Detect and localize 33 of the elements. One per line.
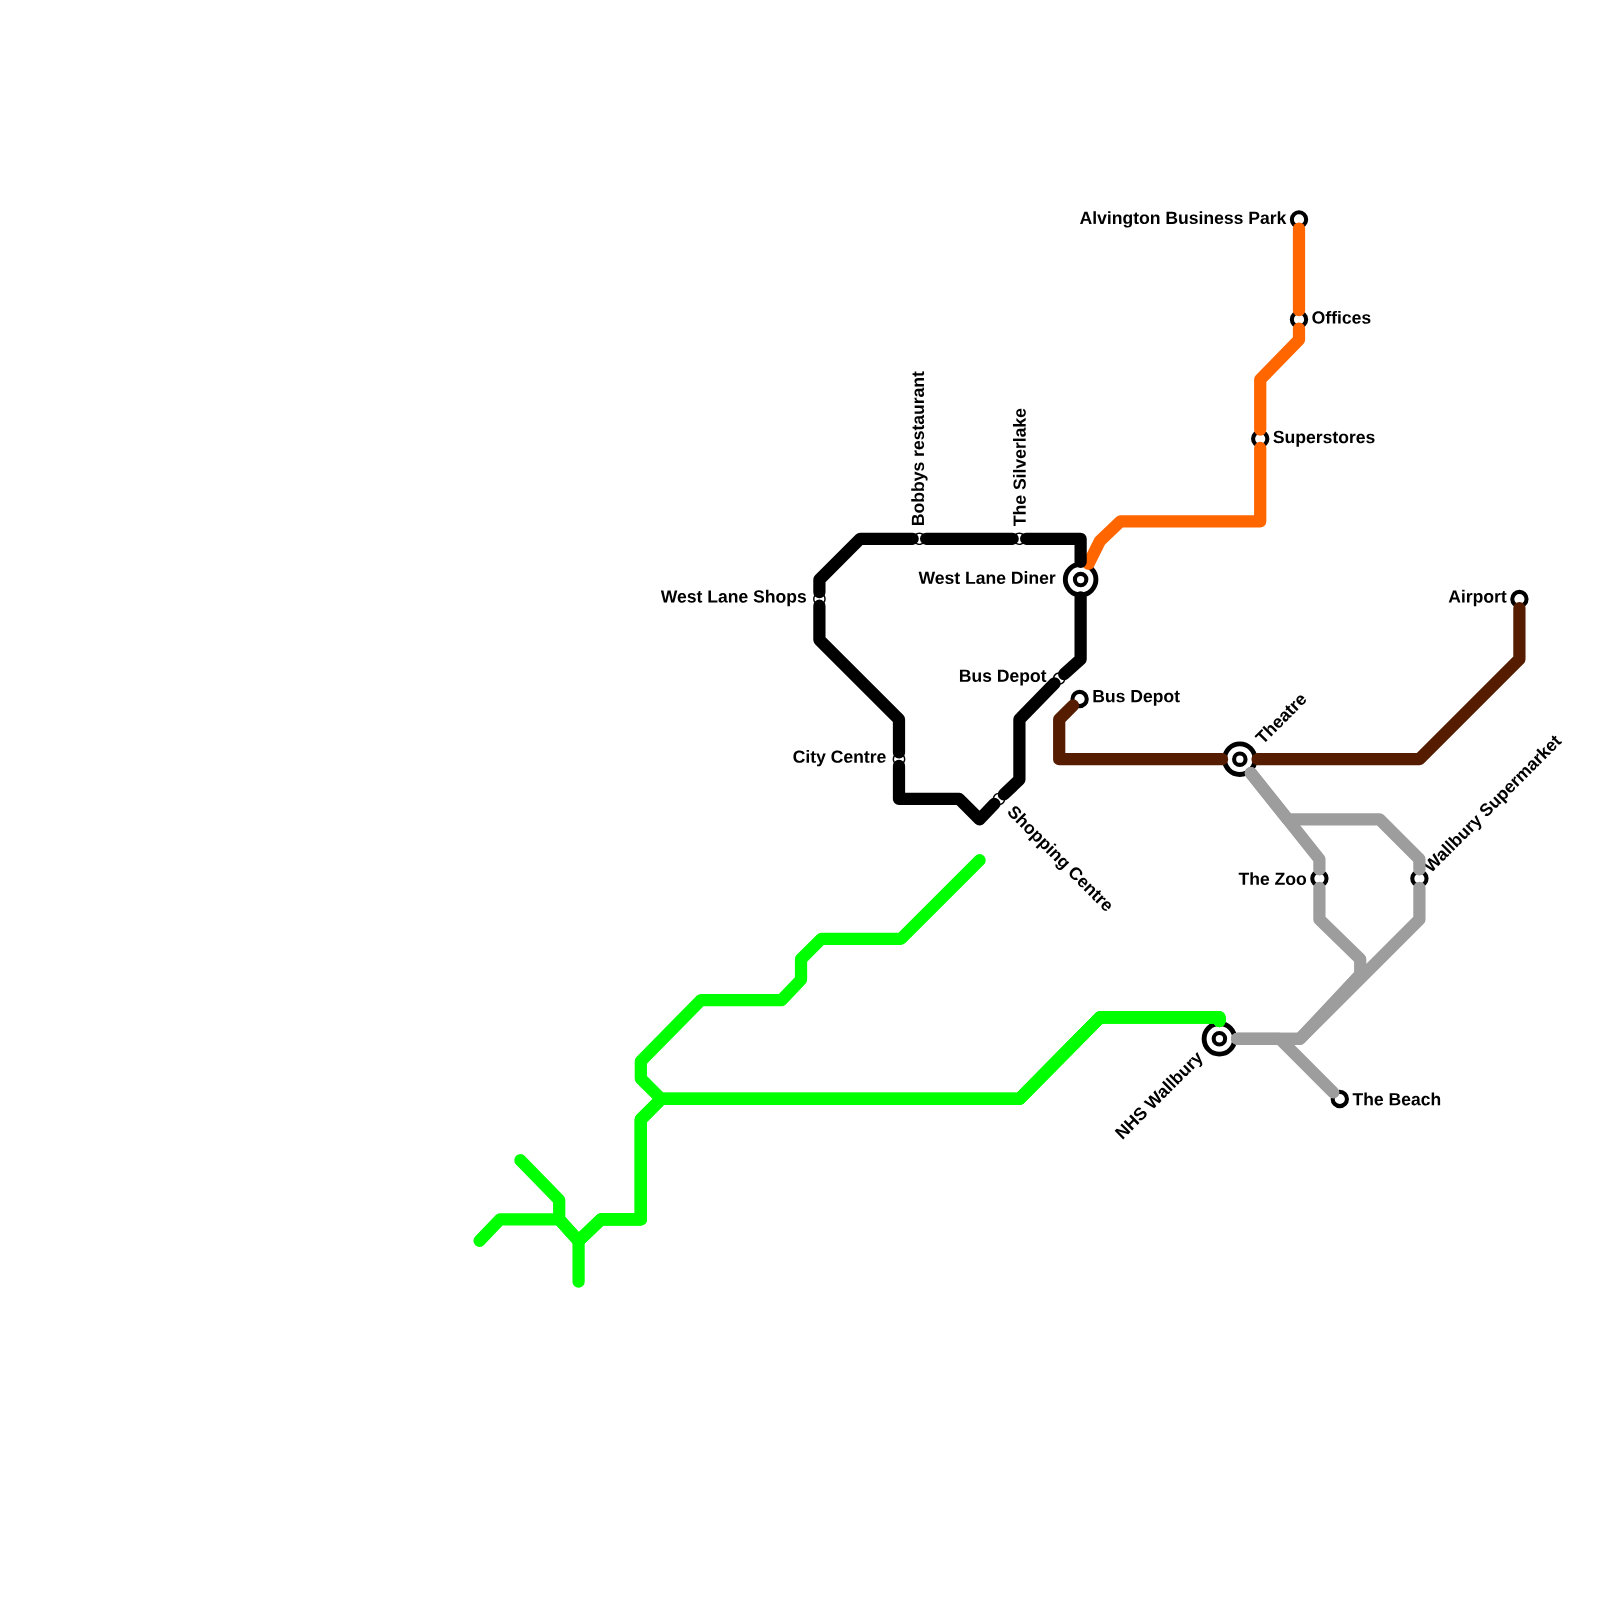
interchange-marker [1222, 741, 1258, 777]
metro-line [813, 532, 919, 599]
metro-line [892, 759, 1001, 826]
metro-line [1251, 602, 1526, 766]
metro-line [1244, 766, 1426, 876]
station-label: Alvington Business Park [1080, 211, 1287, 228]
interchange-marker [1201, 1021, 1238, 1057]
metro-line [813, 599, 906, 759]
metro-line [1231, 1032, 1340, 1099]
station-label: Bus Depot [959, 669, 1047, 686]
station-label: The Beach [1352, 1092, 1441, 1106]
station-label: City Centre [793, 750, 886, 767]
metro-line [1254, 322, 1306, 436]
station-marker [1330, 1089, 1349, 1109]
metro-line [1082, 441, 1267, 570]
metro-line [1292, 222, 1306, 317]
station-label: Bus Depot [1093, 690, 1180, 706]
metro-line [997, 677, 1061, 801]
station-label: The Silverlake [1012, 408, 1026, 526]
station-label: The Zoo [1238, 872, 1307, 885]
station-label: Offices [1312, 310, 1371, 324]
station-label: West Lane Shops [660, 589, 806, 607]
metro-line [1058, 591, 1087, 681]
metro-line [1020, 532, 1087, 568]
station-label: Superstores [1273, 430, 1375, 447]
station-marker [1070, 689, 1089, 709]
station-label: Bobbys restaurant [911, 371, 928, 525]
metro-line [920, 532, 1019, 545]
metro-line [1053, 699, 1229, 766]
station-label: Airport [1448, 589, 1507, 607]
interchange-marker [1062, 561, 1099, 598]
station-marker [1289, 210, 1309, 229]
station-label: West Lane Diner [918, 571, 1056, 584]
